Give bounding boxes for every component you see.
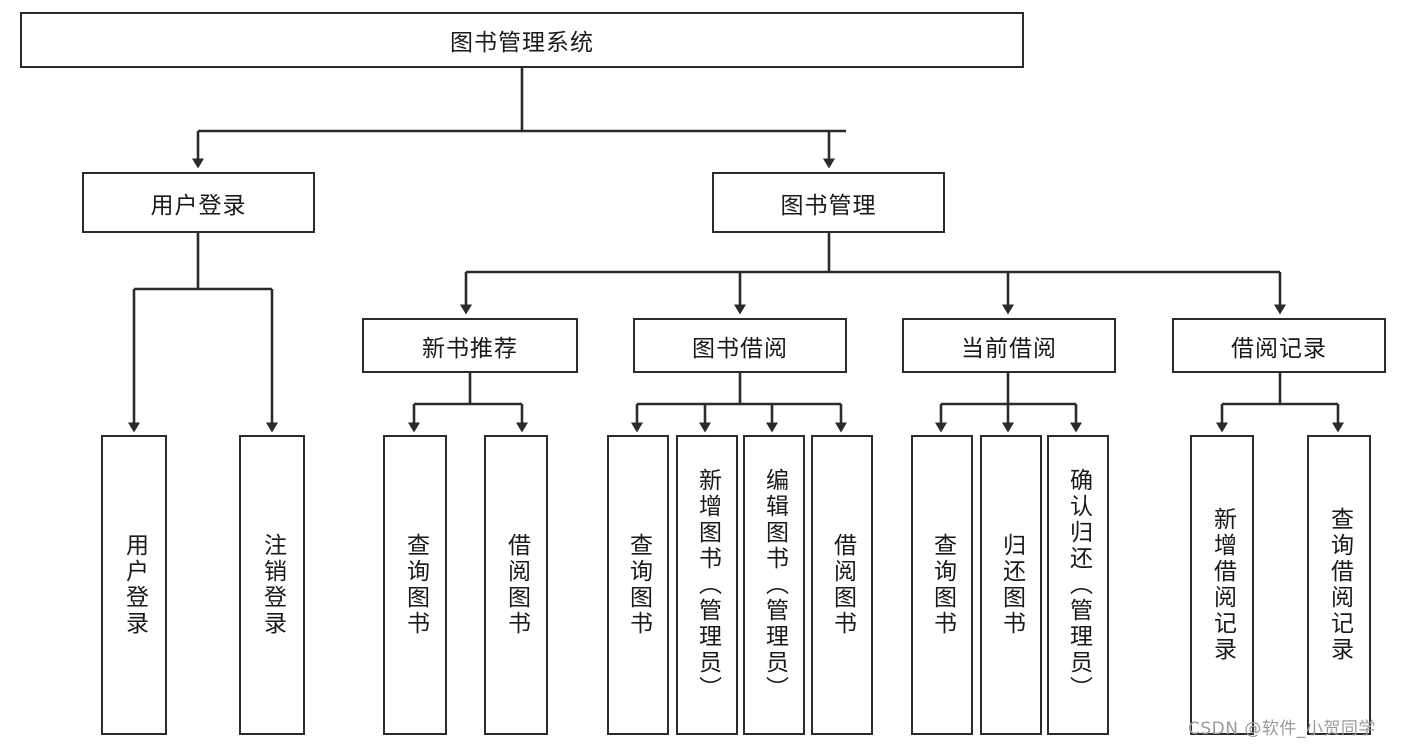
node-borrow-records[interactable]: 借阅记录 xyxy=(1172,318,1386,373)
leaf-add-book-admin[interactable]: 新增图书（管理员） xyxy=(676,435,738,735)
node-label: 借阅图书 xyxy=(829,533,856,637)
node-book-borrowing[interactable]: 图书借阅 xyxy=(633,318,847,373)
node-label: 新增借阅记录 xyxy=(1209,507,1236,663)
node-label: 查询图书 xyxy=(402,533,429,637)
node-label: 用户登录 xyxy=(150,192,247,219)
leaf-confirm-return-admin[interactable]: 确认归还（管理员） xyxy=(1047,435,1109,735)
node-book-management[interactable]: 图书管理 xyxy=(712,172,945,233)
node-label: 新书推荐 xyxy=(422,335,518,362)
node-user-login[interactable]: 用户登录 xyxy=(82,172,315,233)
node-label: 归还图书 xyxy=(998,533,1025,637)
node-current-borrowing[interactable]: 当前借阅 xyxy=(902,318,1116,373)
node-label: 当前借阅 xyxy=(961,335,1057,362)
leaf-logout[interactable]: 注销登录 xyxy=(239,435,305,735)
node-label: 查询图书 xyxy=(929,533,956,637)
node-root-library-management-system[interactable]: 图书管理系统 xyxy=(20,12,1024,68)
node-label: 借阅图书 xyxy=(503,533,530,637)
node-label: 新增图书（管理员） xyxy=(694,468,721,702)
leaf-borrow-books-recommendation[interactable]: 借阅图书 xyxy=(484,435,548,735)
node-label: 注销登录 xyxy=(259,533,286,637)
leaf-query-books-current[interactable]: 查询图书 xyxy=(911,435,973,735)
node-label: 查询图书 xyxy=(625,533,652,637)
node-label: 图书借阅 xyxy=(692,335,788,362)
node-new-book-recommendation[interactable]: 新书推荐 xyxy=(362,318,578,373)
leaf-borrow-books-borrowing[interactable]: 借阅图书 xyxy=(811,435,873,735)
leaf-query-books-recommendation[interactable]: 查询图书 xyxy=(383,435,447,735)
node-label: 图书管理系统 xyxy=(450,30,594,56)
leaf-return-books[interactable]: 归还图书 xyxy=(980,435,1042,735)
node-label: 编辑图书（管理员） xyxy=(761,468,788,702)
node-label: 确认归还（管理员） xyxy=(1065,468,1092,702)
leaf-add-borrow-record[interactable]: 新增借阅记录 xyxy=(1190,435,1254,735)
leaf-user-login[interactable]: 用户登录 xyxy=(101,435,167,735)
node-label: 查询借阅记录 xyxy=(1326,507,1353,663)
leaf-query-borrow-record[interactable]: 查询借阅记录 xyxy=(1307,435,1371,735)
leaf-query-books-borrowing[interactable]: 查询图书 xyxy=(607,435,669,735)
node-label: 借阅记录 xyxy=(1231,335,1327,362)
leaf-edit-book-admin[interactable]: 编辑图书（管理员） xyxy=(743,435,805,735)
node-label: 用户登录 xyxy=(121,533,148,637)
node-label: 图书管理 xyxy=(780,192,877,219)
csdn-watermark: CSDN @软件_小贺同学 xyxy=(1188,719,1376,739)
